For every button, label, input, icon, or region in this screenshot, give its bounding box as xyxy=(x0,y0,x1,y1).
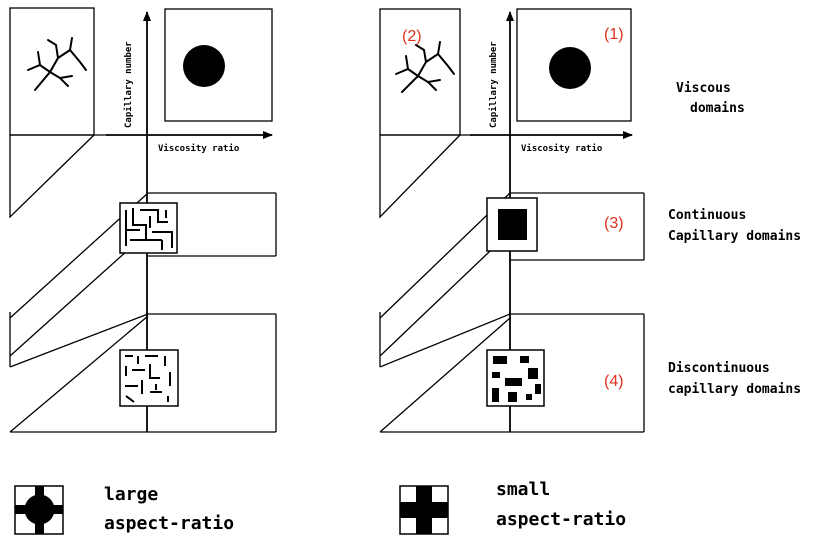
left-fingering-box xyxy=(9,7,95,136)
legend-large-line1: large xyxy=(104,484,158,505)
right-stable-droplet xyxy=(549,47,591,89)
right-x-axis-label: Viscosity ratio xyxy=(521,143,602,154)
right-discontinuous-pattern xyxy=(486,349,545,407)
discontinuous-label-line2: capillary domains xyxy=(668,382,801,397)
domain-number-4: (4) xyxy=(604,373,624,390)
domain-number-2: (2) xyxy=(402,28,422,45)
left-stable-droplet xyxy=(183,45,225,87)
legend-small-aspect-ratio-icon xyxy=(399,485,449,535)
continuous-label-line1: Continuous xyxy=(668,208,746,223)
right-y-axis-label: Capillary number xyxy=(488,41,499,128)
right-continuous-pattern xyxy=(486,197,538,252)
left-x-axis-label: Viscosity ratio xyxy=(158,143,239,154)
legend-large-aspect-ratio-icon xyxy=(14,485,64,535)
left-fingering-pattern xyxy=(27,37,87,91)
discontinuous-label-line1: Discontinuous xyxy=(668,361,770,376)
domain-number-3: (3) xyxy=(604,215,624,232)
left-connected-pattern xyxy=(119,202,178,254)
left-y-axis-label: Capillary number xyxy=(123,41,134,128)
right-fingering-pattern xyxy=(395,41,455,93)
left-transition-region-top xyxy=(9,134,95,219)
viscous-label-line2: domains xyxy=(690,101,745,116)
left-disconnected-pattern xyxy=(119,349,179,407)
right-panel xyxy=(379,8,645,433)
legend-small-line1: small xyxy=(496,479,550,500)
legend-large-line2: aspect-ratio xyxy=(104,513,234,534)
legend-small-line2: aspect-ratio xyxy=(496,509,626,530)
viscous-label-line1: Viscous xyxy=(676,81,731,96)
right-stable-box xyxy=(516,8,632,122)
domain-number-1: (1) xyxy=(604,26,624,43)
left-stable-box xyxy=(164,8,273,122)
continuous-label-line2: Capillary domains xyxy=(668,229,801,244)
